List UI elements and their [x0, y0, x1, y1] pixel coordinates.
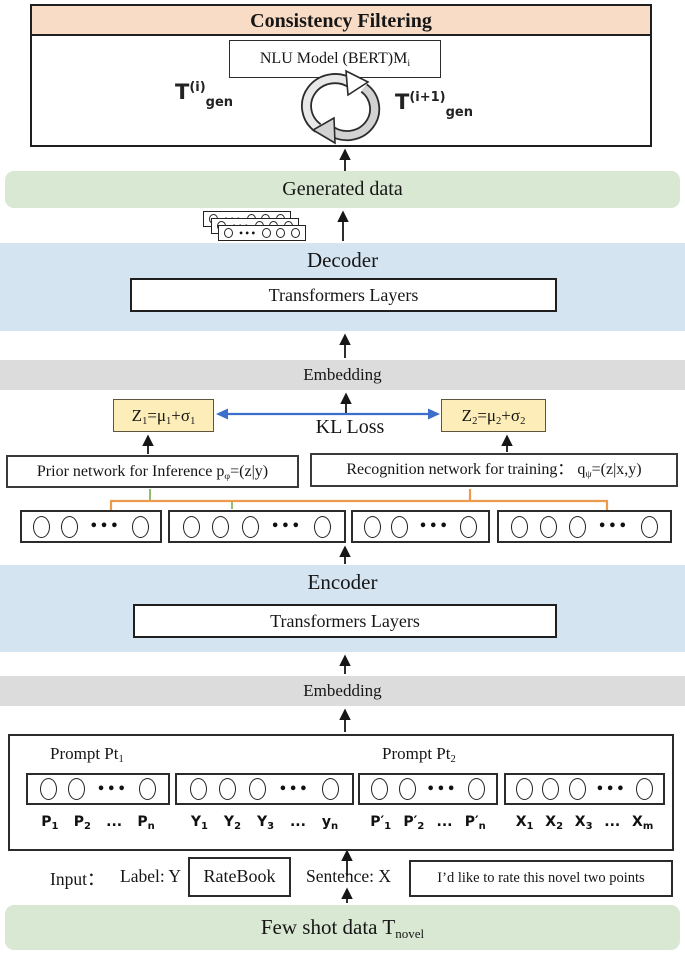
label-y-text: Label: Y — [120, 866, 182, 886]
kl-loss-label: KL Loss — [315, 416, 385, 438]
token-box: ••• — [358, 773, 498, 805]
decoder-title: Decoder — [306, 248, 379, 272]
embedding-top-band: Embedding — [0, 360, 685, 390]
decoder-band: Decoder — [0, 243, 685, 331]
recognition-brace-line — [109, 499, 609, 510]
hidden-token-group-4: ••• — [497, 510, 672, 543]
decoder-transformers-layers-box: Transformers Layers — [130, 278, 557, 312]
kl-loss-arrowhead-left — [216, 408, 228, 420]
t-gen-i-plus-1-label: T(i+1)gen — [395, 90, 473, 120]
z1-box: Z1=μ1+σ1 — [113, 399, 214, 432]
input-prefix-label: Input： — [50, 869, 105, 889]
recognition-network-box: Recognition network for training： qψ=(z|… — [310, 453, 678, 487]
z2-box: Z2=μ2+σ2 — [441, 399, 546, 432]
token-stack-row: ••• — [218, 225, 306, 241]
cycle-arrows-icon — [301, 69, 381, 145]
sentence-x-text: Sentence: X — [306, 866, 392, 886]
nlu-model-box: NLU Model (BERT)Mi — [229, 40, 441, 78]
consistency-filtering-box: Consistency Filtering NLU Model (BERT)Mi… — [30, 4, 652, 147]
few-shot-data-band: Few shot data Tnovel — [5, 905, 680, 950]
encoder-title: Encoder — [307, 570, 378, 594]
token-box: ••• — [26, 773, 170, 805]
embedding-bottom-band: Embedding — [0, 676, 685, 706]
prior-network-box: Prior network for Inference pφ=(z|y) — [6, 455, 299, 488]
generated-data-band: Generated data — [5, 171, 680, 208]
hidden-token-group-1: ••• — [20, 510, 162, 543]
generated-tokens-stack-icon: ••• ••• ••• — [203, 211, 308, 245]
sentence-value-box: I’d like to rate this novel two points — [409, 860, 673, 897]
prior-brace-line — [149, 489, 233, 509]
token-box: ••• — [175, 773, 354, 805]
prompt-pt1-label: Prompt Pt1 — [50, 744, 124, 766]
hidden-token-group-2: ••• — [168, 510, 346, 543]
hidden-token-group-3: ••• — [351, 510, 490, 543]
kl-loss-arrowhead-right — [428, 408, 440, 420]
token-box: ••• — [504, 773, 665, 805]
label-value-box: RateBook — [188, 857, 291, 897]
consistency-filtering-title: Consistency Filtering — [32, 6, 650, 36]
encoder-transformers-layers-box: Transformers Layers — [133, 604, 557, 638]
t-gen-i-label: T(i)gen — [175, 80, 234, 110]
prompt-pt2-label: Prompt Pt2 — [382, 744, 456, 766]
